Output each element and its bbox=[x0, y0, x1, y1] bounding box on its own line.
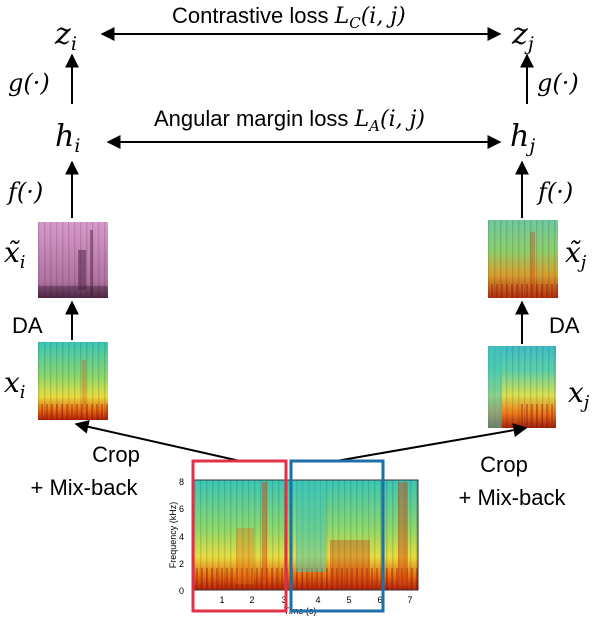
crop-arrow-right bbox=[335, 423, 528, 462]
x-j-tile bbox=[488, 346, 556, 428]
svg-text:0: 0 bbox=[179, 586, 184, 596]
full-spectrogram bbox=[191, 479, 419, 591]
svg-text:8: 8 bbox=[179, 477, 184, 487]
svg-text:4: 4 bbox=[315, 595, 320, 605]
svg-text:2: 2 bbox=[249, 595, 254, 605]
g-left-label: g(·) bbox=[8, 69, 50, 97]
svg-text:5: 5 bbox=[346, 595, 351, 605]
svg-text:4: 4 bbox=[179, 532, 184, 542]
x-tilde-j-label: x̃j bbox=[565, 236, 587, 273]
x-tilde-i-tile bbox=[38, 222, 108, 298]
crop-left-line2: + Mix-back bbox=[31, 475, 139, 500]
g-right-label: g(·) bbox=[537, 69, 579, 97]
x-j-label: xj bbox=[568, 376, 590, 413]
contrastive-loss-label: Contrastive loss LC(i, j) bbox=[172, 3, 406, 32]
svg-text:1: 1 bbox=[219, 595, 224, 605]
svg-text:7: 7 bbox=[407, 595, 412, 605]
z-j-label: zj bbox=[511, 17, 534, 55]
crop-right-line2: + Mix-back bbox=[459, 485, 567, 510]
spectrogram-ylabel: Frequency (kHz) bbox=[168, 502, 178, 569]
x-i-label: xi bbox=[4, 366, 26, 403]
svg-text:3: 3 bbox=[281, 595, 286, 605]
x-tilde-i-label: x̃i bbox=[4, 236, 26, 273]
x-i-tile bbox=[38, 342, 108, 420]
h-i-label: hi bbox=[55, 119, 80, 157]
crop-left-line1: Crop bbox=[92, 442, 140, 467]
h-j-label: hj bbox=[510, 119, 535, 157]
f-right-label: f(·) bbox=[536, 178, 573, 206]
da-left-label: DA bbox=[12, 313, 43, 338]
crop-box-right bbox=[289, 459, 385, 613]
spectrogram-y-axis: 0 2 4 6 8 Frequency (kHz) bbox=[168, 477, 184, 596]
da-right-label: DA bbox=[549, 313, 580, 338]
z-i-label: zi bbox=[54, 17, 77, 55]
crop-right-line1: Crop bbox=[480, 452, 528, 477]
crop-box-left bbox=[191, 459, 288, 613]
svg-text:6: 6 bbox=[179, 504, 184, 514]
x-tilde-j-tile bbox=[488, 220, 558, 298]
crop-arrow-left bbox=[74, 419, 241, 462]
angular-loss-label: Angular margin loss LA(i, j) bbox=[154, 106, 425, 135]
f-left-label: f(·) bbox=[6, 178, 43, 206]
svg-text:2: 2 bbox=[179, 559, 184, 569]
svg-text:6: 6 bbox=[377, 595, 382, 605]
